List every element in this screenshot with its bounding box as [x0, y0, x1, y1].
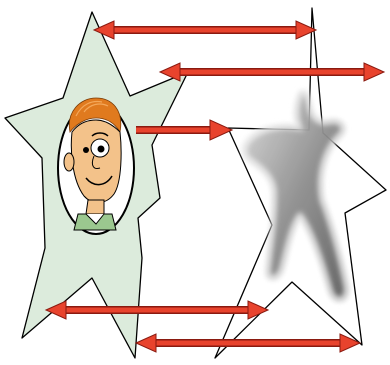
double-arrow-icon: [94, 21, 316, 39]
double-arrow-icon: [160, 63, 384, 81]
double-arrow-icon: [136, 334, 360, 352]
